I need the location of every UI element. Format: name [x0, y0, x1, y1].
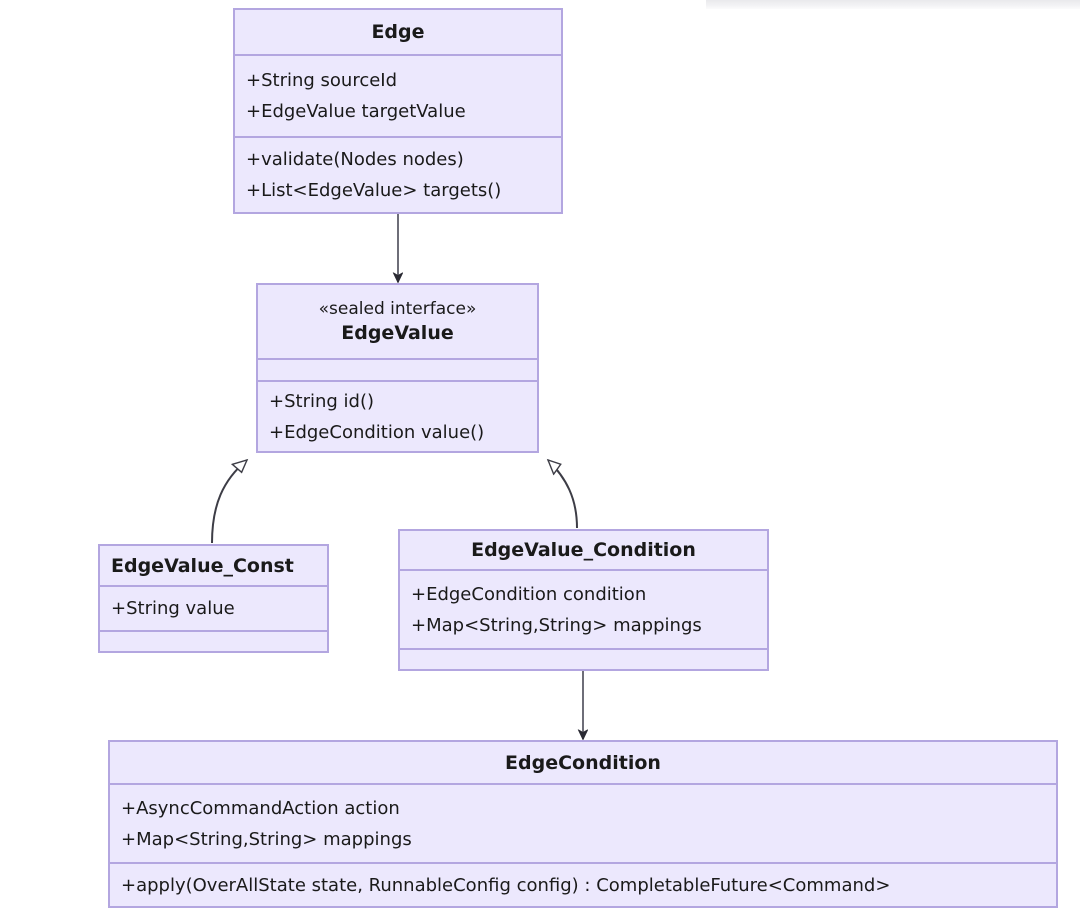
class-stereotype: «sealed interface» [318, 299, 477, 319]
class-box-edgecondition[interactable]: EdgeCondition +AsyncCommandAction action… [108, 740, 1058, 908]
class-title: EdgeCondition [505, 751, 661, 774]
class-header-edgecondition: EdgeCondition [110, 742, 1056, 783]
class-methods-edge: +validate(Nodes nodes) +List<EdgeValue> … [235, 136, 561, 212]
method-row: +EdgeCondition value() [269, 421, 485, 443]
class-header-edgevalue-const: EdgeValue_Const [100, 546, 327, 585]
class-attributes-edge: +String sourceId +EdgeValue targetValue [235, 54, 561, 136]
attribute-row: +Map<String,String> mappings [411, 614, 702, 636]
class-title: EdgeValue [341, 322, 454, 344]
class-header-edge: Edge [235, 10, 561, 54]
class-title: Edge [371, 21, 425, 43]
window-chrome-artifact [706, 0, 1080, 9]
attribute-row: +EdgeValue targetValue [246, 101, 466, 122]
class-attributes-edgecondition: +AsyncCommandAction action +Map<String,S… [110, 783, 1056, 862]
class-methods-edgevalue-const [100, 630, 327, 651]
class-box-edgevalue-const[interactable]: EdgeValue_Const +String value [98, 544, 329, 653]
class-box-edgevalue[interactable]: «sealed interface» EdgeValue +String id(… [256, 283, 539, 453]
connector-condition-to-edgevalue [548, 460, 578, 529]
class-attributes-edgevalue-condition: +EdgeCondition condition +Map<String,Str… [400, 569, 767, 648]
attribute-row: +String value [111, 598, 235, 619]
method-row: +validate(Nodes nodes) [246, 149, 464, 170]
class-header-edgevalue: «sealed interface» EdgeValue [258, 285, 537, 358]
class-methods-edgevalue-condition [400, 648, 767, 669]
class-methods-edgecondition: +apply(OverAllState state, RunnableConfi… [110, 862, 1056, 906]
method-row: +String id() [269, 390, 374, 412]
connector-const-to-edgevalue [211, 460, 247, 544]
attribute-row: +AsyncCommandAction action [121, 797, 400, 819]
method-row: +apply(OverAllState state, RunnableConfi… [121, 874, 891, 896]
class-attributes-edgevalue [258, 358, 537, 380]
class-methods-edgevalue: +String id() +EdgeCondition value() [258, 380, 537, 451]
class-title: EdgeValue_Condition [471, 539, 696, 561]
attribute-row: +EdgeCondition condition [411, 583, 647, 605]
class-title: EdgeValue_Const [111, 554, 294, 577]
class-header-edgevalue-condition: EdgeValue_Condition [400, 531, 767, 569]
class-attributes-edgevalue-const: +String value [100, 585, 327, 630]
attribute-row: +Map<String,String> mappings [121, 828, 412, 850]
attribute-row: +String sourceId [246, 70, 398, 91]
class-box-edge[interactable]: Edge +String sourceId +EdgeValue targetV… [233, 8, 563, 214]
method-row: +List<EdgeValue> targets() [246, 180, 502, 201]
class-box-edgevalue-condition[interactable]: EdgeValue_Condition +EdgeCondition condi… [398, 529, 769, 671]
